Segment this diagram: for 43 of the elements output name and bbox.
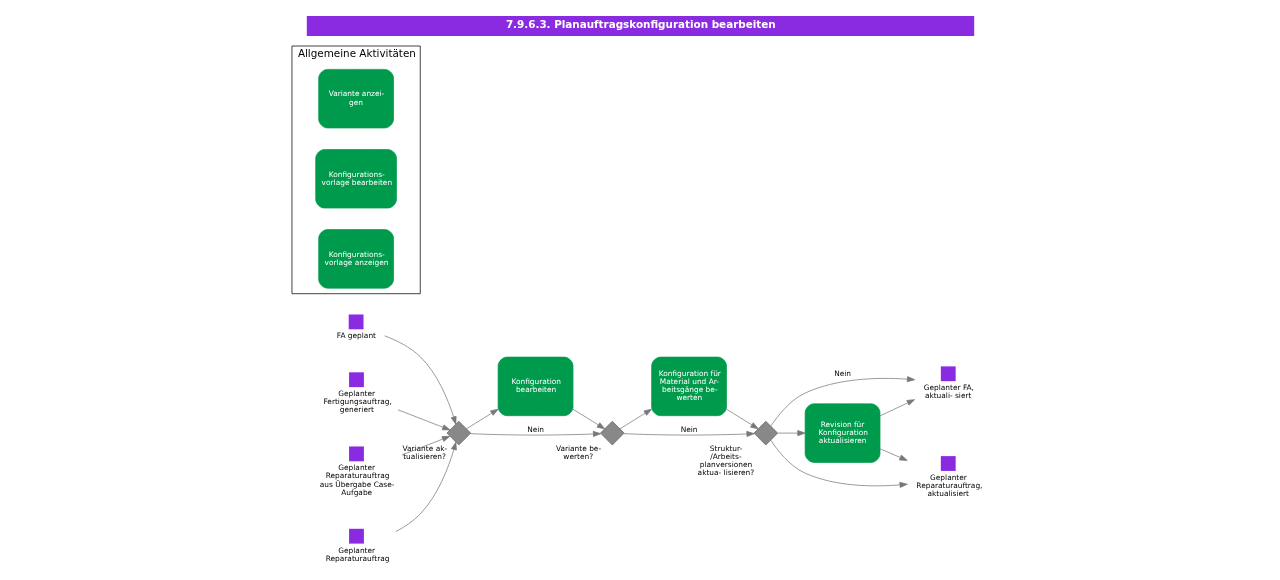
node-label: Struktur- /Arbeits- planversionen aktua- lisieren?: [697, 443, 754, 478]
node-label: Geplanter Reparaturauftrag aus Übergabe Case-Aufgabe: [319, 463, 394, 497]
node-box: [940, 366, 956, 382]
node-box: Konfigurations- vorlage anzeigen: [317, 229, 394, 289]
arrow: [623, 431, 755, 437]
arrow: [394, 441, 457, 532]
arrow: [879, 448, 908, 461]
edge-label: Nein: [526, 425, 544, 435]
node-box: Konfigurations- vorlage bearbeiten: [314, 149, 397, 209]
arrow: [383, 335, 456, 425]
node-label: Geplanter Fertigungsauftrag, generiert: [322, 389, 392, 415]
node-diamond: [446, 420, 471, 446]
arrow: [400, 436, 450, 456]
arrow: [469, 431, 601, 437]
arrow: [777, 430, 805, 437]
node-label: Geplanter Reparaturauftrag: [325, 545, 389, 563]
edge-label: Nein: [680, 425, 697, 435]
node-label: Geplanter Reparaturauftrag, aktualisiert: [915, 472, 982, 499]
node-box: [348, 372, 364, 388]
node-label: FA geplant: [336, 331, 376, 341]
diagram-title: 7.9.6.3. Planauftragskonfiguration bearbeiten: [505, 18, 776, 31]
arrow: [879, 399, 915, 417]
node-diamond: [753, 420, 778, 446]
node-box: Konfiguration für Material und Ar- beitsgänge be- werten: [650, 356, 727, 417]
node-box: Variante anzei- gen: [317, 69, 394, 129]
node-box: Konfiguration bearbeiten: [497, 356, 573, 417]
node-box: [348, 446, 364, 462]
edge-label: Nein: [833, 369, 851, 379]
node-label: Geplanter FA, aktuali- siert: [923, 383, 974, 401]
node-label: Variante be- werten?: [555, 443, 601, 462]
node-box: Revision für Konfiguration aktualisieren: [804, 403, 880, 463]
node-box: [348, 314, 364, 330]
arrow: [769, 439, 908, 488]
node-diamond: [599, 420, 625, 446]
arrow: [572, 408, 605, 430]
node-box: [940, 456, 956, 471]
arrow: [397, 409, 450, 431]
arrow: [725, 408, 759, 430]
node-box: [348, 528, 364, 544]
arrow: [465, 408, 498, 430]
arrow: [619, 408, 652, 430]
arrow: [770, 376, 915, 427]
node-label: Variante ak- tualisieren?: [401, 443, 447, 462]
